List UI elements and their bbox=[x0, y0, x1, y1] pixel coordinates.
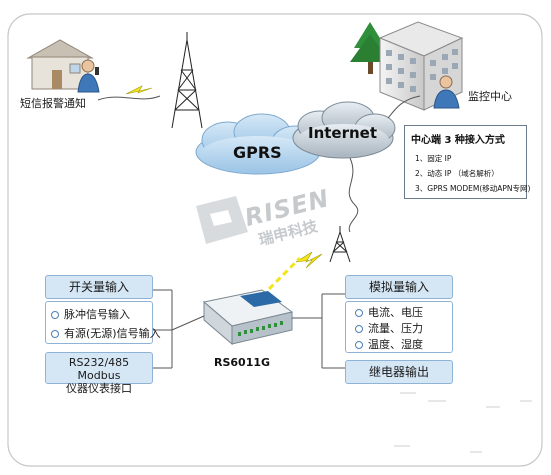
sms-alarm-label: 短信报警通知 bbox=[20, 97, 86, 110]
gprs-label: GPRS bbox=[233, 143, 282, 162]
analog-input-item: 电流、电压 bbox=[355, 304, 423, 320]
person-icon-monitor bbox=[433, 75, 460, 109]
modbus-line1: RS232/485 Modbus bbox=[68, 356, 130, 382]
analog-input-list bbox=[345, 301, 453, 353]
access-method-item: 3、GPRS MODEM(移动APN专网) bbox=[415, 184, 531, 193]
link-house-tower bbox=[97, 95, 161, 101]
device-label: RS6011G bbox=[214, 356, 271, 369]
monitor-center-label: 监控中心 bbox=[468, 90, 512, 103]
analog-input-title: 模拟量输入 bbox=[345, 275, 453, 299]
internet-label: Internet bbox=[308, 124, 378, 142]
lightning-icon-device bbox=[295, 251, 323, 269]
tower-icon-left bbox=[171, 32, 203, 129]
bullet-icon bbox=[355, 309, 363, 317]
wireless-signal bbox=[260, 256, 302, 298]
analog-input-item-label: 流量、压力 bbox=[368, 322, 423, 335]
outer-frame bbox=[7, 13, 543, 467]
switch-input-item-label: 有源(无源)信号输入 bbox=[64, 327, 161, 340]
switch-input-item: 脉冲信号输入 bbox=[51, 306, 130, 322]
analog-input-item-label: 温度、湿度 bbox=[368, 338, 423, 351]
bullet-icon bbox=[51, 311, 59, 319]
modbus-box: RS232/485 Modbus 仪器仪表接口 bbox=[45, 352, 153, 395]
bullet-icon bbox=[51, 330, 59, 338]
relay-output-box: 继电器输出 bbox=[345, 360, 453, 384]
modbus-line2: 仪器仪表接口 bbox=[66, 382, 132, 395]
access-methods-title: 中心端 3 种接入方式 bbox=[411, 135, 505, 146]
house-icon bbox=[26, 39, 94, 90]
bullet-icon bbox=[355, 341, 363, 349]
panel-connectors bbox=[153, 289, 345, 369]
analog-input-item: 温度、湿度 bbox=[355, 336, 423, 352]
bullet-icon bbox=[355, 325, 363, 333]
analog-input-item: 流量、压力 bbox=[355, 320, 423, 336]
tower-icon-right bbox=[329, 226, 351, 263]
access-methods-box: 中心端 3 种接入方式 1、固定 IP 2、动态 IP （域名解析） 3、GPR… bbox=[404, 125, 531, 199]
person-icon-sms bbox=[77, 59, 100, 93]
access-method-item: 2、动态 IP （域名解析） bbox=[415, 169, 499, 178]
access-method-item: 1、固定 IP bbox=[415, 154, 452, 163]
watermark-logo bbox=[196, 196, 248, 244]
switch-input-list bbox=[45, 301, 153, 344]
link-monitor-internet bbox=[387, 95, 421, 119]
lightning-icon bbox=[125, 85, 153, 95]
device-icon bbox=[202, 289, 294, 346]
analog-input-item-label: 电流、电压 bbox=[368, 306, 423, 319]
switch-input-title: 开关量输入 bbox=[45, 275, 153, 299]
switch-input-item-label: 脉冲信号输入 bbox=[64, 308, 130, 321]
decorative-dashes bbox=[394, 392, 532, 453]
switch-input-item: 有源(无源)信号输入 bbox=[51, 325, 161, 341]
internet-cloud bbox=[292, 101, 396, 159]
link-cloud-tower bbox=[348, 157, 359, 233]
